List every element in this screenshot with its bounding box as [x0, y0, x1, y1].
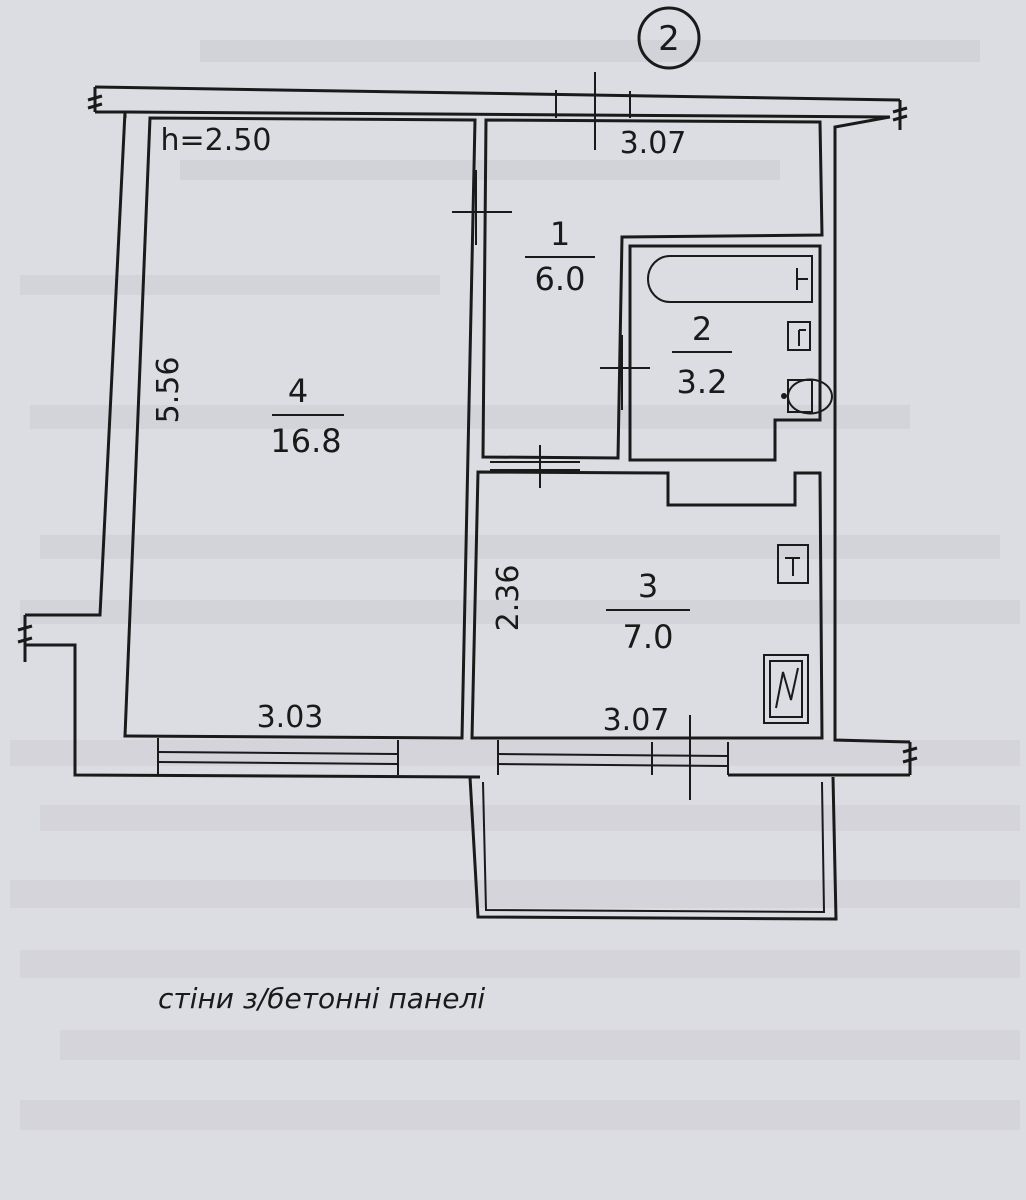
dimension-top-right-width: 3.07: [620, 126, 687, 161]
room-3-door-opening: [490, 461, 580, 471]
room-1-outline: [481, 118, 824, 460]
bathtub-icon: [647, 255, 813, 303]
outer-walls: [17, 72, 918, 779]
toilet-icon: [787, 378, 833, 415]
room-3-outline: [470, 470, 824, 740]
tap-icon: [796, 268, 808, 290]
stove-icon: [777, 544, 809, 584]
room-2-area: 3.2: [677, 363, 728, 401]
wall-material-note: стіни з/бетонні панелі: [158, 982, 485, 1015]
room-4-number: 4: [288, 372, 308, 410]
plan-number-circle: [637, 6, 701, 70]
room-2-number: 2: [692, 310, 712, 348]
room-3-number: 3: [638, 567, 658, 605]
room-4-area: 16.8: [270, 422, 341, 460]
balcony-outline: [468, 776, 838, 921]
ceiling-height-label: h=2.50: [161, 123, 272, 158]
plan-number: 2: [658, 19, 680, 59]
room-4-outline: [123, 116, 477, 740]
room-1-area: 6.0: [535, 260, 586, 298]
dimension-room4-length: 5.56: [151, 357, 186, 424]
background-bleed-text: [10, 40, 1020, 1130]
room-2-outline: [628, 244, 822, 462]
sink-icon: [787, 321, 811, 351]
dimension-room4-width: 3.03: [257, 700, 324, 735]
heater-icon: [763, 654, 809, 724]
room-2-door-mark: [600, 335, 650, 410]
room-3-window: [497, 715, 729, 800]
room-4-window: [157, 738, 399, 775]
dimension-room3-width: 3.07: [603, 703, 670, 738]
room-1-number: 1: [550, 215, 570, 253]
dimension-room3-length: 2.36: [491, 565, 526, 632]
room-3-area: 7.0: [623, 618, 674, 656]
